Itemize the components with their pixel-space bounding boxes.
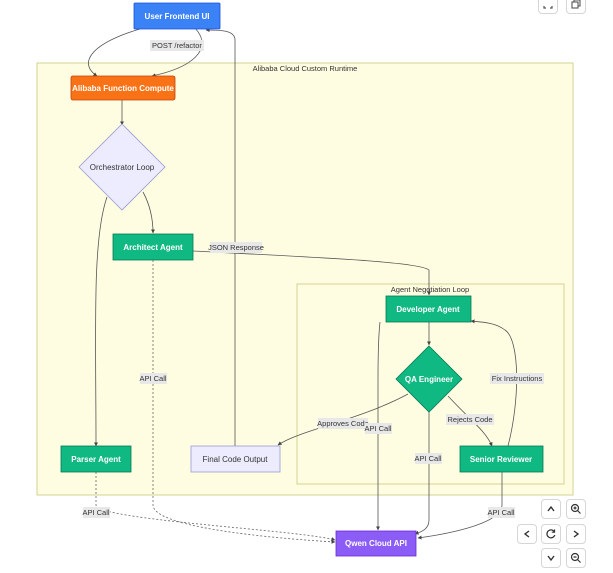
edges bbox=[88, 27, 518, 544]
edge-label-api-parser: API Call bbox=[82, 508, 109, 517]
zoom-in-icon bbox=[570, 503, 581, 514]
edge-label-rejects: Rejects Code bbox=[447, 415, 492, 424]
edge-label-approves: Approves Code bbox=[317, 419, 369, 428]
edge-label-api-developer: API Call bbox=[364, 424, 391, 433]
edge-developer-qwen bbox=[376, 321, 381, 531]
edge-label-json: JSON Response bbox=[208, 243, 264, 252]
node-parser[interactable]: Parser Agent bbox=[60, 445, 132, 473]
edge-reviewer-qwen bbox=[417, 472, 503, 540]
node-qwen-label: Qwen Cloud API bbox=[345, 539, 407, 548]
pan-down-icon bbox=[547, 555, 555, 562]
edge-labels: POST /refactor JSON Response API Call Fi… bbox=[82, 40, 544, 518]
edge-label-api-qa: API Call bbox=[414, 454, 441, 463]
edge-orchestrator-architect bbox=[142, 191, 155, 234]
node-parser-label: Parser Agent bbox=[71, 455, 121, 464]
edge-frontend-fc-left bbox=[88, 27, 144, 77]
node-fc-label: Alibaba Function Compute bbox=[72, 84, 174, 93]
fullscreen-icon bbox=[543, 6, 553, 9]
edge-architect-developer bbox=[192, 250, 431, 296]
node-qa[interactable]: QA Engineer bbox=[395, 345, 463, 413]
node-frontend-label: User Frontend UI bbox=[145, 12, 210, 21]
pan-up-button[interactable] bbox=[541, 499, 561, 519]
node-qwen[interactable]: Qwen Cloud API bbox=[335, 530, 417, 557]
pan-right-button[interactable] bbox=[566, 524, 586, 544]
pan-up-icon bbox=[547, 505, 555, 512]
node-developer[interactable]: Developer Agent bbox=[385, 295, 472, 323]
edge-qa-qwen bbox=[414, 410, 430, 535]
edge-final-frontend bbox=[205, 28, 236, 446]
node-reviewer-label: Senior Reviewer bbox=[470, 455, 532, 464]
node-final-label: Final Code Output bbox=[203, 455, 269, 464]
zoom-in-button[interactable] bbox=[566, 499, 586, 519]
edge-reviewer-developer bbox=[470, 319, 518, 447]
node-orchestrator[interactable]: Orchestrator Loop bbox=[78, 123, 166, 211]
fullscreen-button[interactable] bbox=[538, 0, 558, 14]
edge-label-post: POST /refactor bbox=[152, 41, 202, 50]
cluster-runtime-label: Alibaba Cloud Custom Runtime bbox=[253, 64, 358, 73]
copy-button[interactable] bbox=[566, 0, 586, 14]
node-developer-label: Developer Agent bbox=[396, 305, 460, 314]
node-function-compute[interactable]: Alibaba Function Compute bbox=[70, 75, 176, 101]
reset-view-button[interactable] bbox=[541, 524, 561, 544]
node-reviewer[interactable]: Senior Reviewer bbox=[459, 445, 544, 473]
node-frontend[interactable]: User Frontend UI bbox=[133, 2, 221, 30]
node-orchestrator-label: Orchestrator Loop bbox=[90, 163, 155, 172]
edge-frontend-fc-right bbox=[151, 27, 203, 78]
edge-label-api-architect: API Call bbox=[139, 374, 166, 383]
node-architect-label: Architect Agent bbox=[123, 243, 183, 252]
pan-left-button[interactable] bbox=[517, 524, 537, 544]
node-final-output[interactable]: Final Code Output bbox=[190, 445, 281, 473]
pan-down-button[interactable] bbox=[541, 548, 561, 568]
node-architect[interactable]: Architect Agent bbox=[112, 233, 194, 261]
cluster-negotiation-label: Agent Negotiation Loop bbox=[391, 285, 469, 294]
node-qa-label: QA Engineer bbox=[405, 375, 453, 384]
zoom-out-icon bbox=[570, 552, 581, 563]
reset-icon bbox=[546, 529, 556, 539]
pan-right-icon bbox=[573, 530, 580, 538]
edge-label-api-reviewer: API Call bbox=[487, 508, 514, 517]
edge-orchestrator-parser bbox=[93, 196, 108, 447]
zoom-out-button[interactable] bbox=[566, 548, 586, 568]
copy-icon bbox=[571, 0, 581, 9]
pan-left-icon bbox=[523, 530, 530, 538]
edge-label-fix: Fix Instructions bbox=[492, 374, 543, 383]
